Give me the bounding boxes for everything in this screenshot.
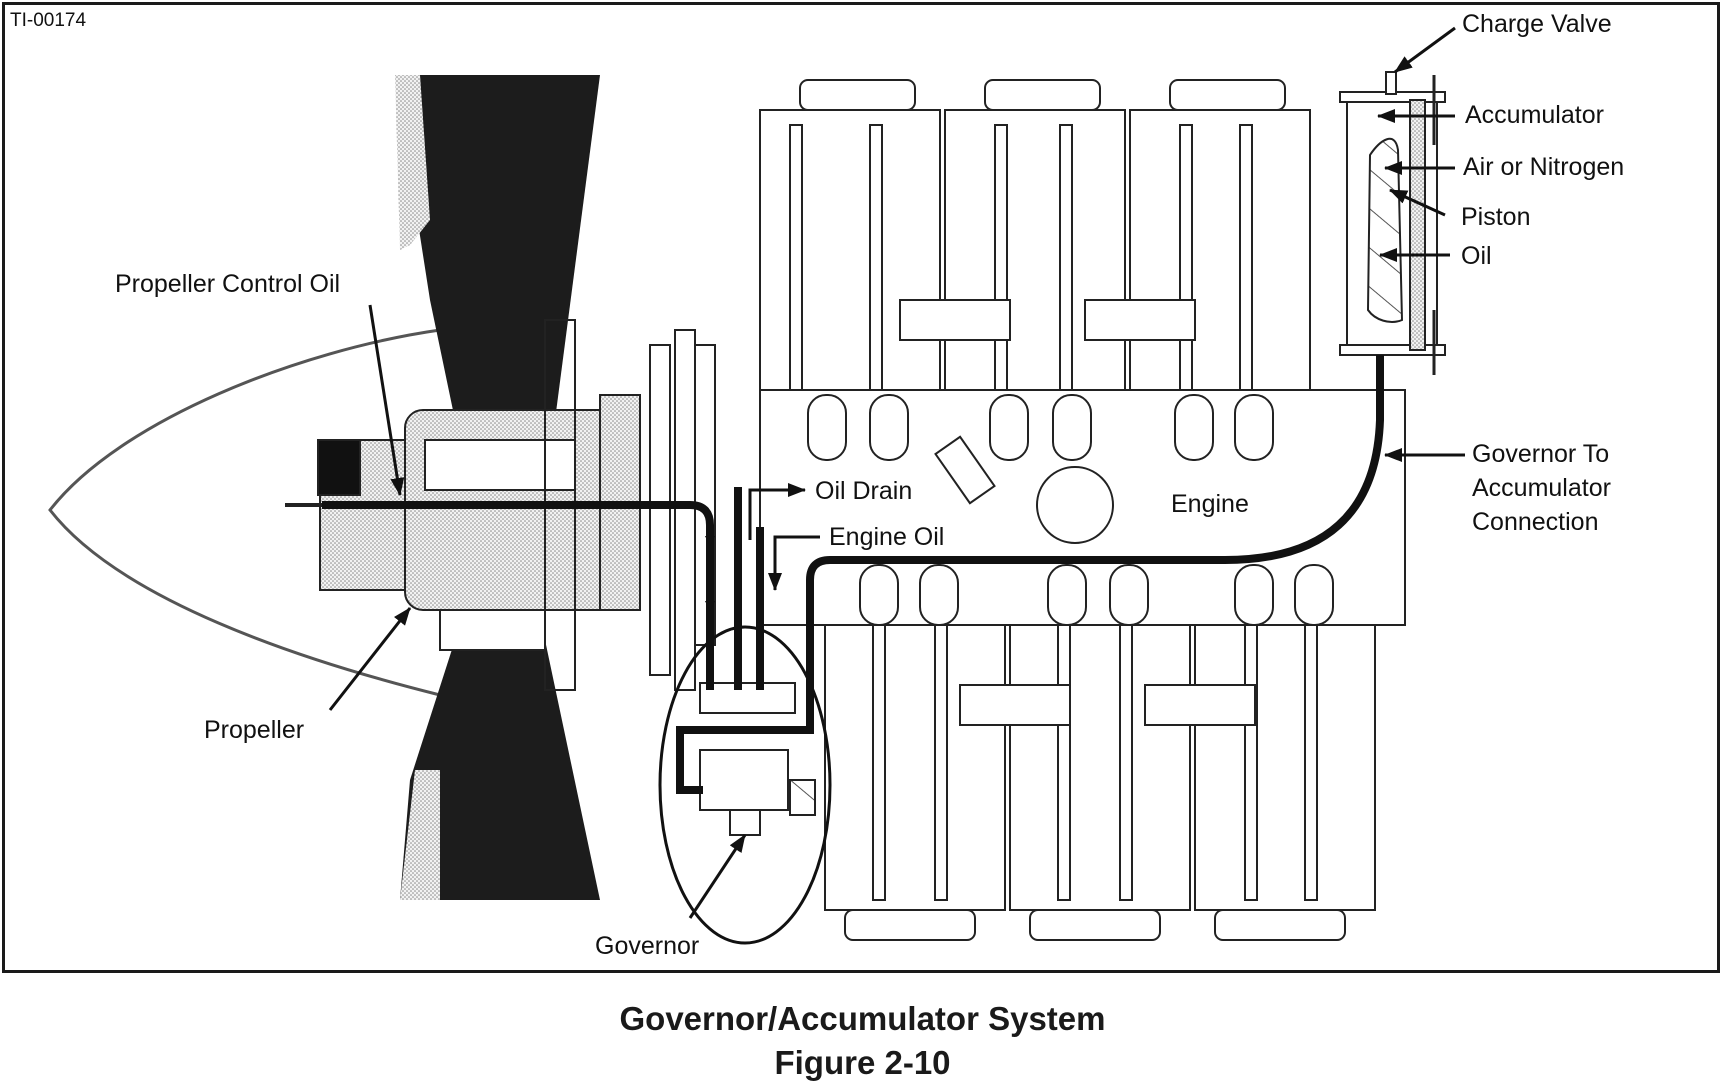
label-air-or-nitrogen: Air or Nitrogen [1463, 153, 1625, 181]
label-governor-to-accumulator-2: Accumulator [1472, 474, 1611, 502]
oil-lines [322, 355, 1384, 794]
propeller-control-oil-line [322, 501, 714, 690]
governor-assembly [658, 625, 832, 945]
label-oil-drain: Oil Drain [815, 477, 913, 505]
figure-frame [2, 2, 1720, 973]
label-engine: Engine [1171, 490, 1249, 518]
propeller-blade-bottom [400, 640, 600, 900]
label-propeller: Propeller [204, 716, 305, 744]
label-governor-to-accumulator-3: Connection [1472, 508, 1599, 536]
caption-figure: Figure 2-10 [774, 1044, 951, 1081]
label-propeller-control-oil: Propeller Control Oil [115, 270, 341, 298]
accumulator-cylinder [1339, 71, 1446, 375]
engine-top-cylinders [759, 79, 1311, 396]
label-accumulator: Accumulator [1465, 101, 1604, 129]
leader-arrows [328, 26, 1465, 919]
label-governor: Governor [595, 932, 700, 960]
label-oil: Oil [1461, 242, 1492, 270]
governor-to-accumulator-line [676, 355, 1384, 794]
engine-bottom-cylinders [824, 564, 1376, 941]
label-governor-to-accumulator-1: Governor To [1472, 440, 1610, 468]
propeller-blade-top [395, 75, 600, 420]
caption-title: Governor/Accumulator System [619, 1000, 1106, 1037]
label-piston: Piston [1461, 203, 1531, 231]
document-id: TI-00174 [10, 10, 87, 31]
label-charge-valve: Charge Valve [1462, 10, 1612, 38]
label-engine-oil: Engine Oil [829, 523, 945, 551]
spinner [48, 328, 441, 697]
